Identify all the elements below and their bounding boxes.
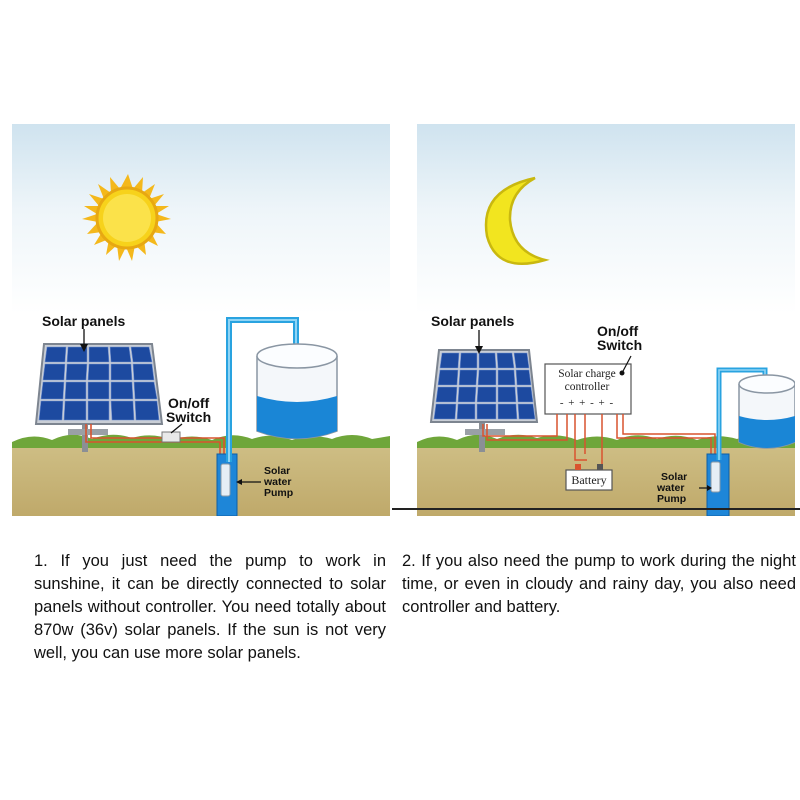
grass	[417, 434, 795, 448]
diagram-daytime: Solar panels On/off Switch Solar water P…	[12, 124, 390, 516]
sky	[12, 124, 390, 314]
switch-label-line1: On/off	[597, 323, 639, 339]
water-pump	[710, 461, 721, 493]
solar-panels-label: Solar panels	[42, 313, 126, 329]
pump-label-line3: Pump	[657, 493, 687, 505]
on-off-switch	[161, 431, 181, 443]
moon-icon	[484, 176, 550, 265]
diagram-nighttime-drawing	[417, 124, 795, 516]
solar-charge-controller	[544, 363, 632, 415]
diagram-daytime-drawing	[12, 124, 390, 516]
solar-panels-label: Solar panels	[431, 313, 515, 329]
pump-label-line2: water	[657, 482, 685, 494]
water-tank	[256, 343, 338, 440]
sky	[417, 124, 795, 314]
pump-label-line3: Pump	[264, 487, 294, 499]
pump-label-line1: Solar	[661, 471, 688, 483]
description-nighttime: 2. If you also need the pump to work dur…	[402, 552, 796, 616]
switch-label-line2: Switch	[597, 337, 643, 353]
battery-label: Battery	[571, 473, 607, 487]
divider-line	[392, 508, 800, 510]
wires	[85, 424, 225, 459]
solar-panel	[429, 349, 539, 423]
water-tank	[738, 374, 795, 449]
controller-label-line1: Solar charge	[558, 368, 616, 380]
pump-label-line2: water	[264, 476, 292, 488]
controller-terminals: - + + - + -	[559, 397, 615, 409]
controller-label-line2: controller	[564, 381, 610, 393]
water-pump	[220, 463, 231, 497]
sun-icon	[82, 174, 171, 261]
switch-label-line2: Switch	[166, 409, 212, 425]
pump-label-line1: Solar	[264, 465, 291, 477]
battery	[565, 469, 613, 491]
solar-panel	[34, 343, 164, 425]
wires	[482, 414, 716, 469]
description-daytime: 1. If you just need the pump to work in …	[34, 552, 386, 662]
switch-label-line1: On/off	[168, 395, 210, 411]
ground	[12, 442, 390, 516]
diagram-nighttime: Solar panels On/off Switch Solar charge …	[417, 124, 795, 516]
